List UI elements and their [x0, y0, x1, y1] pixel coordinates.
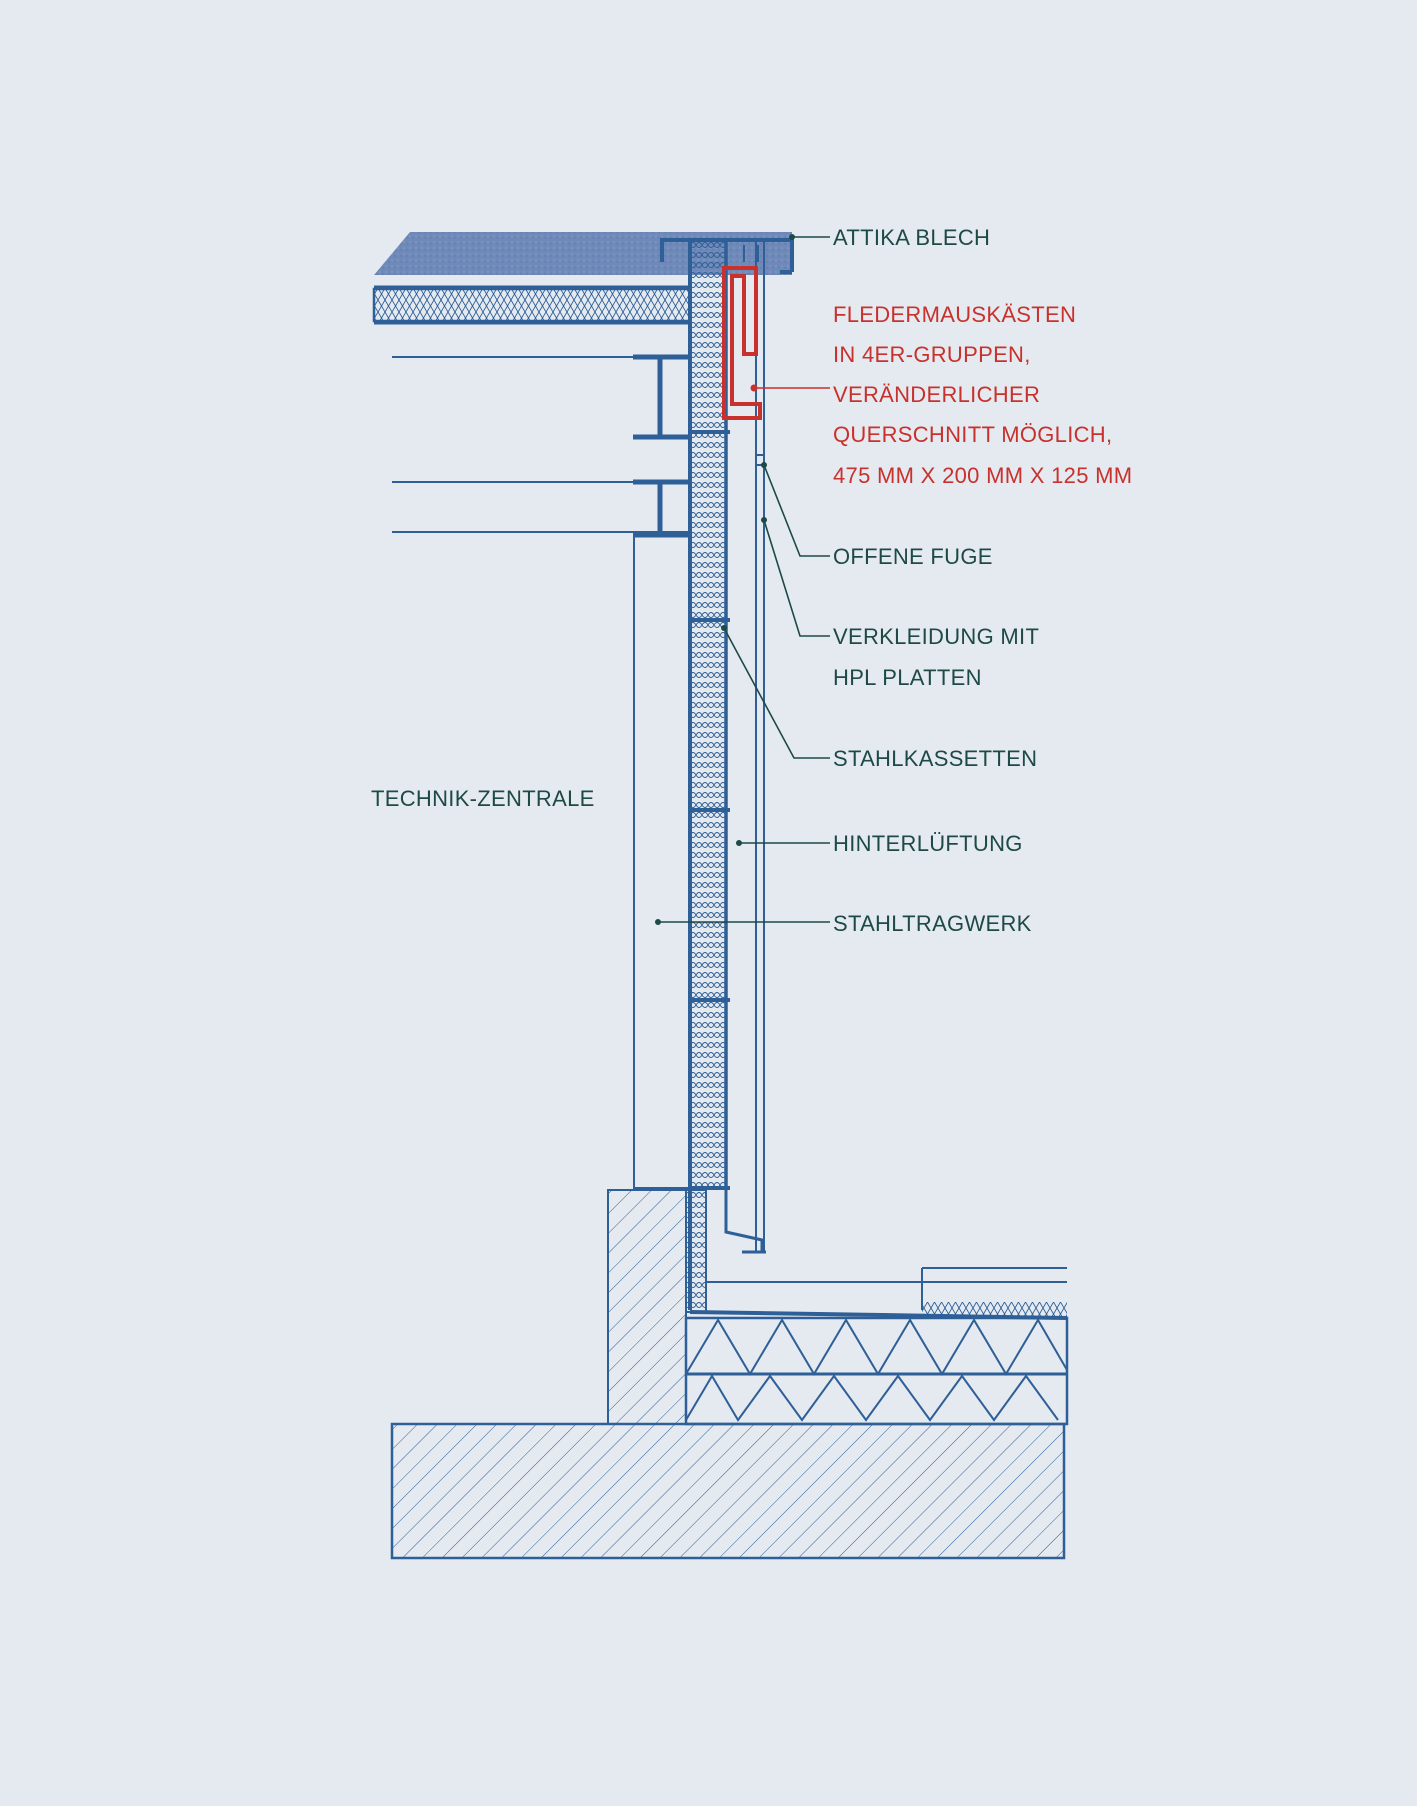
- bat-box: [722, 266, 762, 420]
- label-hinterlueftung: HINTERLÜFTUNG: [833, 831, 1023, 856]
- label-verkleidung-1: VERKLEIDUNG MIT: [833, 624, 1039, 649]
- label-stahltragwerk: STAHLTRAGWERK: [833, 911, 1032, 936]
- label-offene-fuge: OFFENE FUGE: [833, 544, 993, 569]
- roof-insulation: [372, 287, 692, 323]
- drip-flashing: [724, 1188, 766, 1254]
- steel-beam-upper: [633, 354, 690, 440]
- label-stahlkassetten: STAHLKASSETTEN: [833, 746, 1037, 771]
- steel-column: [633, 534, 691, 1189]
- leader-dots: [655, 234, 795, 925]
- insulation-triangles-upper: [685, 1318, 1068, 1376]
- bat-box-dot: [750, 384, 758, 392]
- plinth-insulation: [685, 1189, 707, 1313]
- insulation-triangles-lower: [685, 1374, 1059, 1422]
- cassette-joints: [690, 430, 730, 1190]
- label-verkleidung-2: HPL PLATTEN: [833, 665, 982, 690]
- steel-beam-lower: [633, 479, 690, 538]
- label-bat-box-5: 475 MM X 200 MM X 125 MM: [833, 463, 1132, 488]
- concrete-plinth: [607, 1189, 687, 1425]
- label-bat-box-2: IN 4ER-GRUPPEN,: [833, 342, 1031, 367]
- hpl-cladding: [755, 240, 765, 1252]
- label-bat-box-4: QUERSCHNITT MÖGLICH,: [833, 422, 1112, 447]
- structure: [372, 232, 1069, 1560]
- wall-insulation: [688, 238, 728, 1190]
- label-bat-box-1: FLEDERMAUSKÄSTEN: [833, 302, 1076, 327]
- floor-screed-insulation: [922, 1302, 1067, 1316]
- foundation-slab: [390, 1422, 1066, 1560]
- label-attika-blech: ATTIKA BLECH: [833, 225, 990, 250]
- label-bat-box-3: VERÄNDERLICHER: [833, 382, 1040, 407]
- leader-lines: [658, 236, 830, 923]
- label-technik-zentrale: TECHNIK-ZENTRALE: [371, 786, 595, 811]
- roof-slab: [374, 232, 792, 275]
